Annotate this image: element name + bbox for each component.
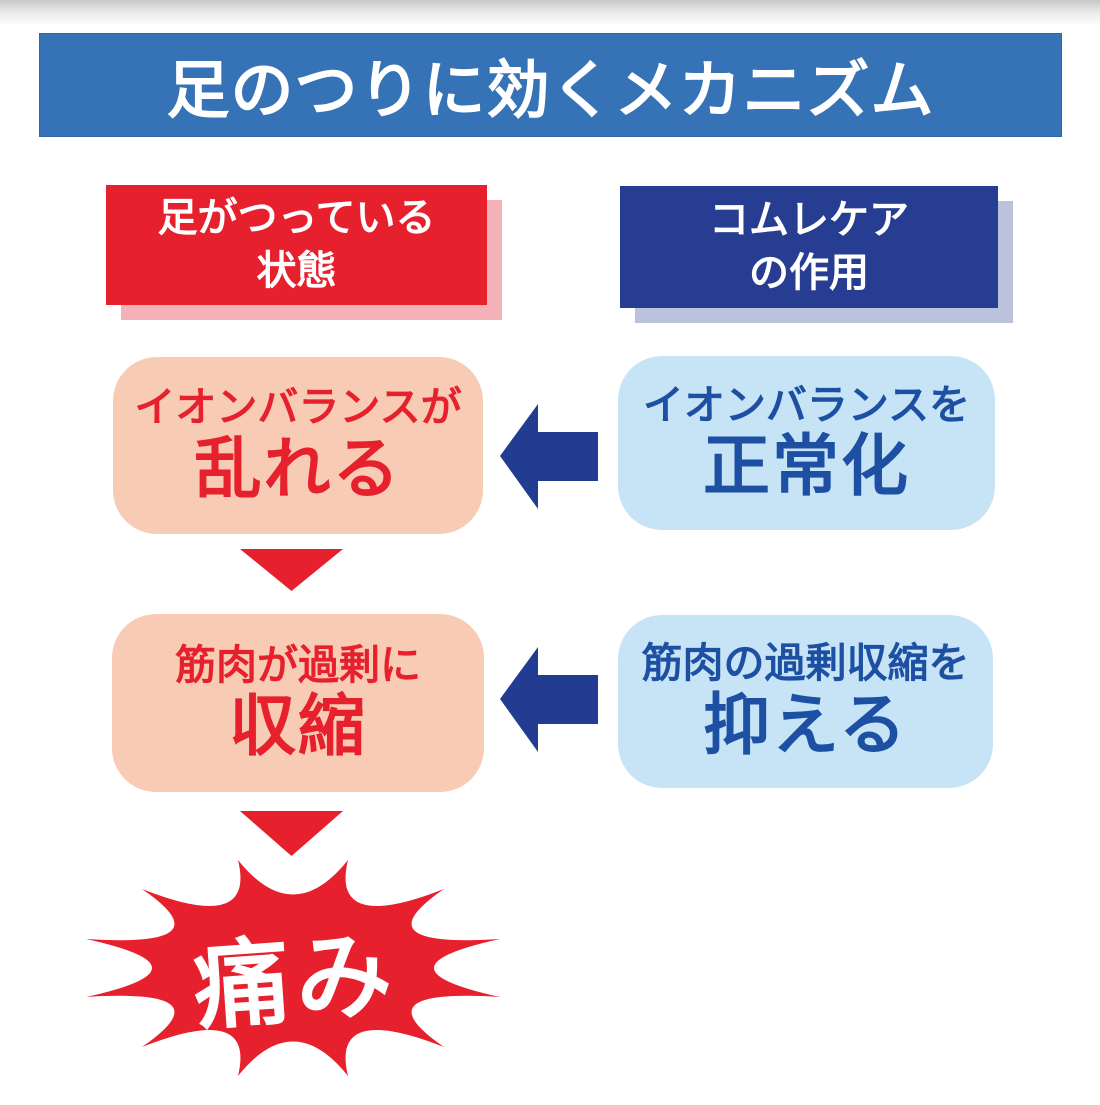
product-header-line1: コムレケア (709, 198, 909, 243)
product-column-header: コムレケア の作用 (620, 186, 998, 308)
condition-2-line2: 収縮 (229, 689, 367, 765)
pain-burst-icon (86, 860, 500, 1076)
product-header-line2: の作用 (749, 251, 869, 295)
condition-box-1: イオンバランスが 乱れる (113, 357, 483, 534)
action-2-line1: 筋肉の過剰収縮を (641, 640, 970, 687)
condition-header-line2: 状態 (256, 249, 337, 293)
arrow-left-icon (500, 404, 598, 509)
action-1-line2: 正常化 (703, 429, 910, 505)
condition-column-header: 足がつっている 状態 (106, 185, 487, 305)
condition-box-2: 筋肉が過剰に 収縮 (112, 614, 484, 792)
arrow-down-icon (240, 549, 343, 591)
page-title: 足のつりに効くメカニズム (166, 55, 935, 126)
arrow-left-icon (500, 647, 598, 752)
condition-2-line1: 筋肉が過剰に (175, 641, 421, 688)
top-edge-fade (0, 0, 1100, 26)
condition-header-line1: 足がつっている (157, 196, 436, 241)
action-2-line2: 抑える (703, 687, 908, 763)
arrow-down-icon (240, 811, 343, 856)
condition-1-line1: イオンバランスが (134, 384, 462, 431)
title-banner: 足のつりに効くメカニズム (39, 33, 1062, 137)
action-box-1: イオンバランスを 正常化 (618, 356, 995, 530)
condition-1-line2: 乱れる (194, 431, 402, 507)
action-box-2: 筋肉の過剰収縮を 抑える (618, 615, 993, 788)
action-1-line1: イオンバランスを (642, 381, 971, 428)
